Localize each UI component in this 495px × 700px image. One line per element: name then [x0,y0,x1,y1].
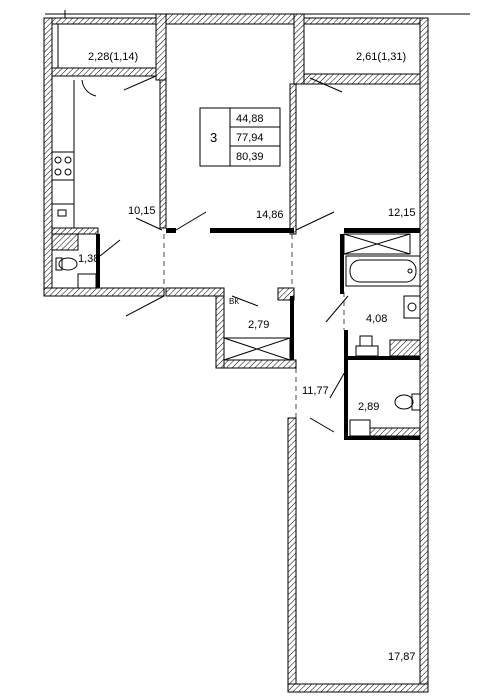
total-with-balconies-value: 80,39 [236,151,264,163]
storage-box [223,337,291,361]
interior-walls [51,79,420,440]
bathroom-area: 4,08 [366,313,387,325]
room-labels: 2,28(1,14) 2,61(1,31) 10,15 14,86 12,15 … [78,51,416,663]
apartment-info-box: 3 44,88 77,94 80,39 [199,107,281,167]
kitchen-area: 10,15 [128,205,156,217]
balcony-details [57,23,420,68]
vent-mark: ВК [229,297,239,306]
storage-area: 2,79 [248,319,269,331]
small-wc-fixtures [51,233,97,289]
right-wc-fixtures [349,393,421,437]
living-area-value: 44,88 [236,113,264,125]
bedroom-right-area: 12,15 [388,207,416,219]
exterior-walls [43,13,429,693]
balcony-right-area: 2,61(1,31) [356,51,406,63]
bathroom-fixtures [343,233,421,357]
rooms-count: 3 [210,130,217,145]
living-room-area: 17,87 [388,651,416,663]
total-area-value: 77,94 [236,132,264,144]
doors [81,75,349,433]
kitchen-fixtures [51,80,75,229]
balcony-left-area: 2,28(1,14) [88,51,138,63]
hall-area: 11,77 [302,385,329,397]
bedroom-center-area: 14,86 [256,209,284,221]
dashed-openings [163,234,345,418]
wc-right-area: 2,89 [358,401,379,413]
wc-small-area: 1,38 [78,253,99,265]
